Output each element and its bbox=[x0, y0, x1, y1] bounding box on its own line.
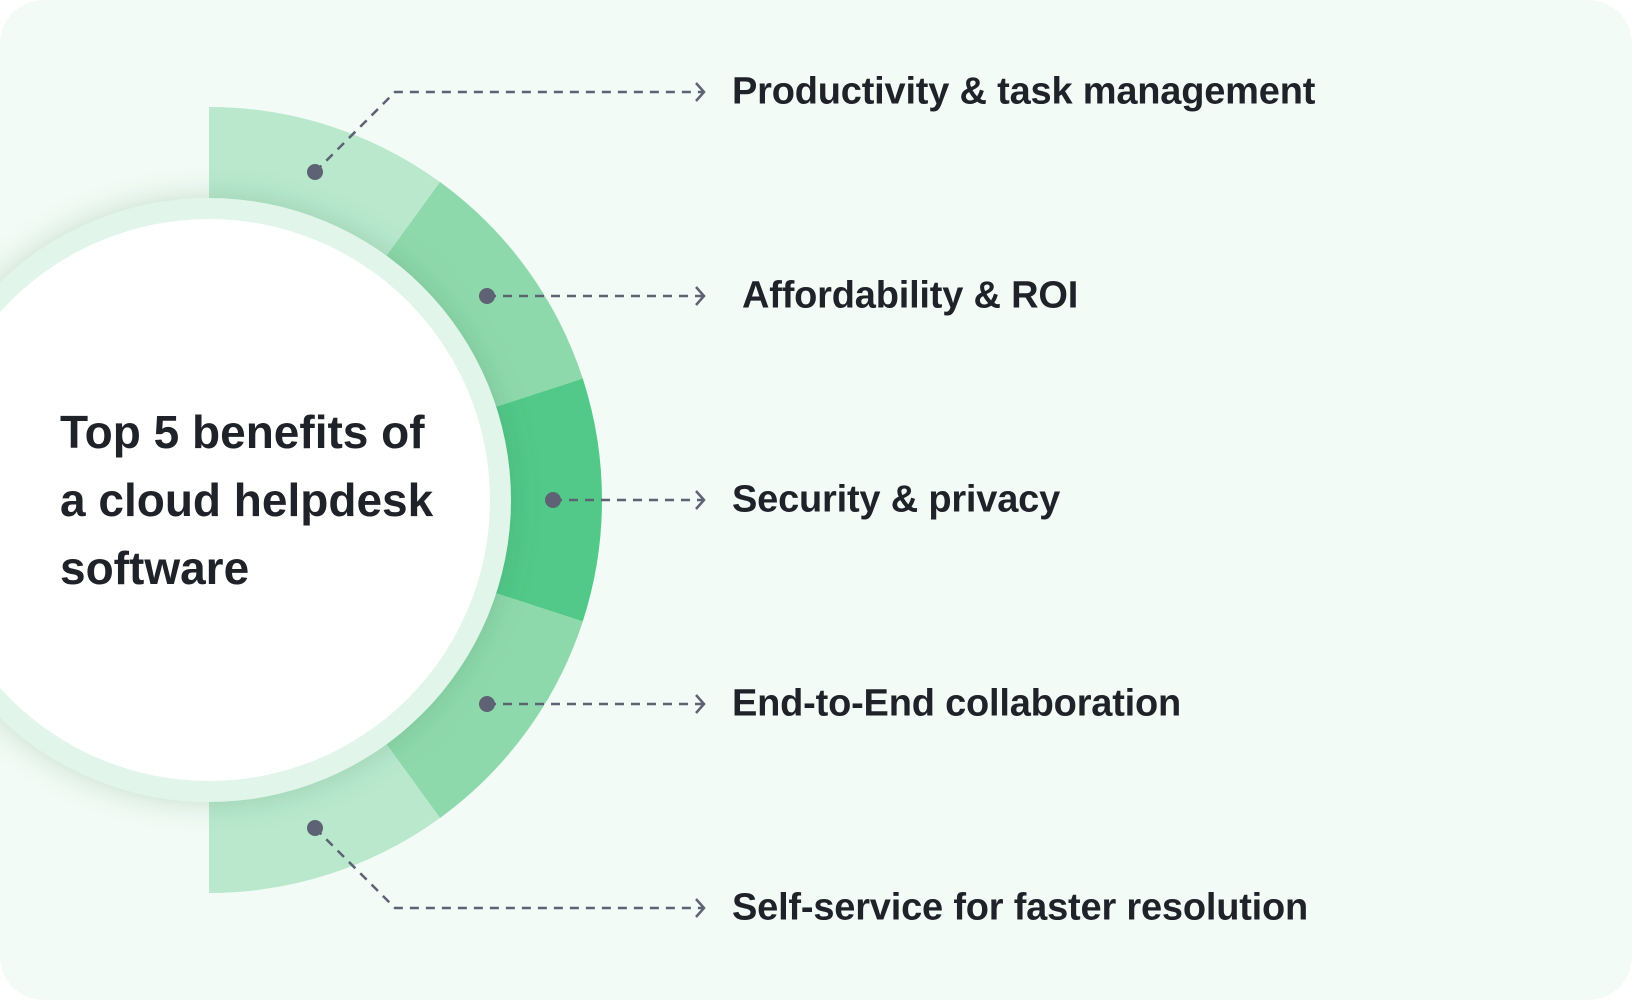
benefit-label-affordability: Affordability & ROI bbox=[742, 274, 1079, 317]
connector-dot-self-service bbox=[307, 820, 323, 836]
ring-segment-security bbox=[484, 378, 602, 622]
connector-dot-collaboration bbox=[479, 696, 495, 712]
chevron-right-icon bbox=[695, 898, 706, 918]
benefit-label-productivity: Productivity & task management bbox=[732, 70, 1316, 113]
benefit-label-collaboration: End-to-End collaboration bbox=[732, 682, 1182, 725]
connector-dot-productivity bbox=[307, 164, 323, 180]
diagram-title: Top 5 benefits of a cloud helpdesk softw… bbox=[60, 398, 440, 602]
chevron-right-icon bbox=[695, 286, 706, 306]
chevron-right-icon bbox=[695, 490, 706, 510]
connector-line-self-service bbox=[314, 827, 703, 910]
chevron-right-icon bbox=[695, 82, 706, 102]
benefit-label-self-service: Self-service for faster resolution bbox=[732, 886, 1309, 929]
connector-line-productivity bbox=[314, 90, 703, 173]
chevron-right-icon bbox=[695, 694, 706, 714]
ring-segment-productivity bbox=[209, 107, 440, 266]
center-circle bbox=[0, 219, 490, 781]
title-line: Top 5 benefits of bbox=[60, 406, 425, 458]
connector-dot-security bbox=[545, 492, 561, 508]
ring-segment-self-service bbox=[209, 734, 440, 893]
title-line: a cloud helpdesk bbox=[60, 474, 434, 526]
benefit-label-security: Security & privacy bbox=[732, 478, 1061, 521]
connector-dot-affordability bbox=[479, 288, 495, 304]
title-line: software bbox=[60, 542, 250, 594]
